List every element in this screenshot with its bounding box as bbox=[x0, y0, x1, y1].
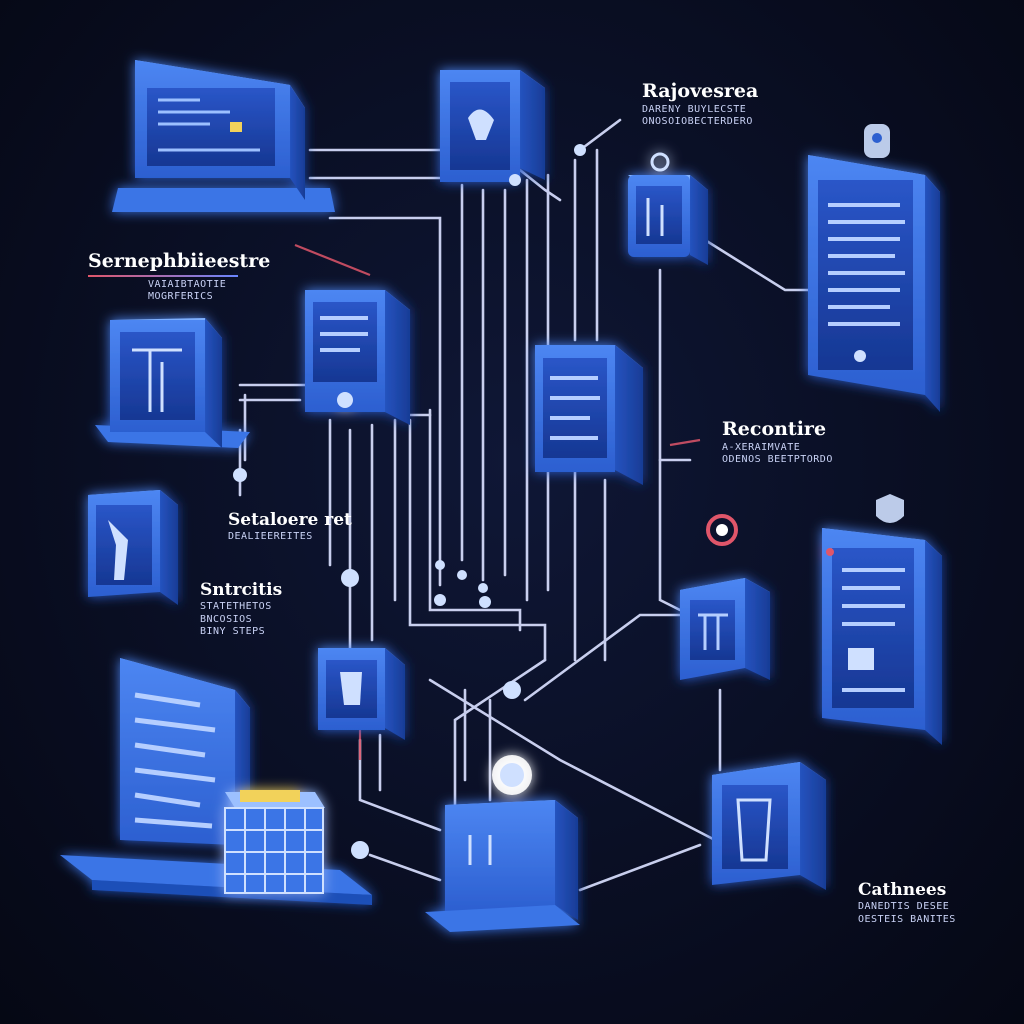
label-line: A-XERAIMVATE bbox=[722, 441, 801, 453]
connector-node bbox=[503, 681, 521, 699]
label-line: ODENOS BEETPTORDO bbox=[722, 454, 833, 466]
connector-node bbox=[478, 583, 488, 593]
connector-line bbox=[578, 118, 622, 152]
label-title: Sernephbiieestre bbox=[88, 250, 271, 272]
connector-node bbox=[457, 570, 467, 580]
shield-pin-icon bbox=[876, 494, 904, 523]
connector-line bbox=[703, 238, 812, 292]
connector-line bbox=[328, 216, 442, 587]
label-line: DARENY BUYLECSTE bbox=[642, 103, 747, 115]
label-line: VAIAIBTAOTIE bbox=[148, 278, 227, 290]
server-icon bbox=[425, 755, 580, 932]
label-underline bbox=[88, 274, 238, 277]
connector-line bbox=[358, 738, 442, 832]
server-icon bbox=[712, 762, 826, 890]
label-title: Recontire bbox=[722, 418, 827, 440]
connector-line bbox=[428, 408, 522, 632]
document-panel-icon bbox=[808, 155, 940, 412]
connector-line bbox=[428, 678, 717, 842]
monitor-icon bbox=[95, 318, 250, 448]
connector-line bbox=[368, 853, 442, 882]
label-title: Rajovesrea bbox=[642, 80, 759, 102]
connector-node bbox=[351, 841, 369, 859]
connector-node bbox=[479, 596, 491, 608]
server-icon bbox=[535, 345, 643, 485]
connector-line bbox=[518, 168, 562, 202]
server-icon bbox=[305, 290, 410, 425]
connector-line bbox=[453, 658, 547, 822]
connector-node bbox=[434, 594, 446, 606]
lock-pin-icon bbox=[706, 514, 738, 546]
label-line: DANEDTIS DESEE bbox=[858, 901, 950, 913]
label-line: OESTEIS BANITES bbox=[858, 913, 956, 925]
storage-cart-icon bbox=[224, 790, 325, 894]
label-title: Sntrcitis bbox=[200, 580, 283, 600]
label-line: DEALIEEREITES bbox=[228, 531, 313, 543]
label-title: Cathnees bbox=[858, 880, 947, 900]
label-line: BINY STEPS bbox=[200, 626, 266, 638]
connector-line bbox=[578, 843, 702, 892]
lock-pin-icon bbox=[864, 124, 890, 158]
server-icon bbox=[318, 648, 405, 740]
label-bottom-right: Cathnees DANEDTIS DESEE OESTEIS BANITES bbox=[858, 880, 956, 926]
server-icon bbox=[88, 490, 178, 605]
server-icon bbox=[440, 70, 545, 182]
connector-node bbox=[233, 468, 247, 482]
connector-lines bbox=[238, 118, 812, 892]
label-left-upper: Sernephbiieestre VAIAIBTAOTIE MOGRFERICS bbox=[88, 250, 270, 304]
connector-line bbox=[523, 613, 682, 702]
label-right-middle: Recontire A-XERAIMVATE ODENOS BEETPTORDO bbox=[722, 418, 833, 467]
connector-node bbox=[574, 144, 586, 156]
label-top-right: Rajovesrea DARENY BUYLECSTE ONOSOIOBECTE… bbox=[642, 80, 758, 129]
connector-line bbox=[658, 268, 682, 612]
label-line: ONOSOIOBECTERDERO bbox=[642, 116, 753, 128]
connector-node bbox=[341, 569, 359, 587]
server-icon bbox=[680, 578, 770, 680]
connector-line bbox=[408, 418, 547, 662]
label-line: STATETHETOS bbox=[200, 601, 272, 613]
server-icon bbox=[628, 152, 708, 265]
label-line: MOGRFERICS bbox=[148, 291, 214, 303]
connector-node bbox=[435, 560, 445, 570]
label-title: Setaloere ret bbox=[228, 510, 352, 530]
label-left-middle: Setaloere ret DEALIEEREITES bbox=[228, 510, 352, 544]
connector-nodes bbox=[233, 144, 586, 859]
connector-node bbox=[509, 174, 521, 186]
monitor-icon bbox=[112, 60, 335, 212]
connector-line bbox=[669, 438, 701, 447]
connector-line bbox=[294, 243, 371, 277]
label-line: BNCOSIOS bbox=[200, 613, 253, 625]
document-panel-icon bbox=[822, 528, 942, 745]
label-left-lower: Sntrcitis STATETHETOS BNCOSIOS BINY STEP… bbox=[200, 580, 282, 639]
